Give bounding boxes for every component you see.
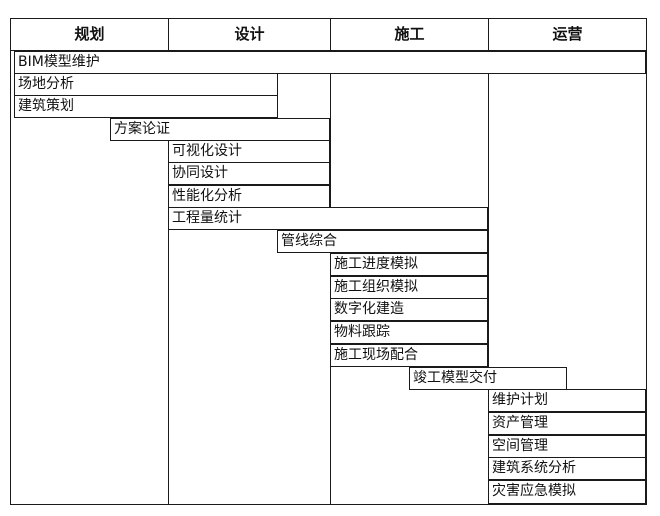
task-quantity-takeoff: 工程量统计 [168, 207, 488, 230]
task-pipeline-integration: 管线综合 [277, 230, 488, 253]
column-divider-1 [168, 50, 169, 504]
task-performance-analysis: 性能化分析 [168, 185, 330, 208]
task-disaster-emergency-simulation: 灾害应急模拟 [488, 480, 646, 504]
task-visualization-design: 可视化设计 [168, 140, 330, 163]
task-construction-organization-simulation: 施工组织模拟 [330, 276, 488, 299]
frame-right-border [646, 18, 647, 504]
task-asset-management: 资产管理 [488, 412, 646, 435]
frame-bottom-border [10, 504, 647, 505]
task-maintenance-plan: 维护计划 [488, 389, 646, 412]
phase-header-operation: 运营 [488, 18, 647, 51]
task-scheme-verification: 方案论证 [110, 118, 330, 141]
task-material-tracking: 物料跟踪 [330, 321, 488, 344]
task-building-system-analysis: 建筑系统分析 [488, 457, 646, 480]
task-space-management: 空间管理 [488, 435, 646, 458]
phase-header-construction: 施工 [330, 18, 489, 51]
task-collaborative-design: 协同设计 [168, 162, 330, 185]
task-bim-model-maintenance: BIM模型维护 [14, 51, 646, 74]
frame-left-border [10, 18, 11, 504]
task-digital-construction: 数字化建造 [330, 298, 488, 321]
task-as-built-model-delivery: 竣工模型交付 [409, 367, 567, 390]
task-architectural-planning: 建筑策划 [14, 95, 278, 118]
column-divider-3 [488, 50, 489, 504]
task-site-coordination: 施工现场配合 [330, 344, 488, 367]
task-construction-schedule-simulation: 施工进度模拟 [330, 253, 488, 276]
task-site-analysis: 场地分析 [14, 73, 278, 96]
phase-header-planning: 规划 [10, 18, 169, 51]
phase-header-design: 设计 [168, 18, 331, 51]
